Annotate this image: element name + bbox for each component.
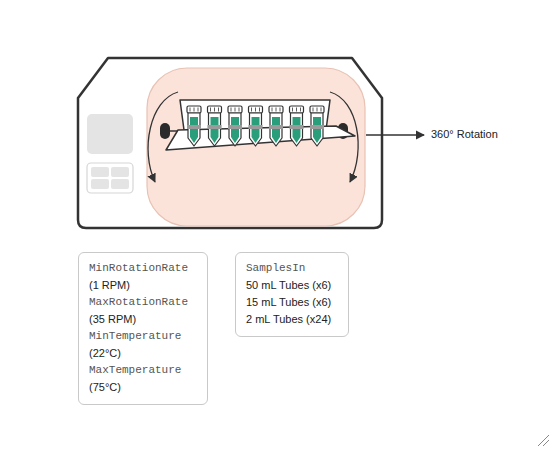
spec-value: (35 RPM) — [89, 311, 197, 328]
tube — [228, 106, 242, 146]
spec-box: MinRotationRate(1 RPM)MaxRotationRate(35… — [78, 252, 208, 405]
spec-value: 15 mL Tubes (x6) — [246, 294, 338, 311]
button-panel — [87, 163, 133, 193]
spec-value: (75°C) — [89, 379, 197, 396]
tube — [208, 106, 222, 146]
tube — [310, 106, 324, 146]
callout-label: 360° Rotation — [431, 128, 498, 140]
leader-arrow — [366, 134, 424, 135]
housing — [78, 58, 382, 228]
spec-name: MaxTemperature — [89, 362, 197, 379]
resize-grip — [543, 440, 549, 446]
spec-box: SamplesIn50 mL Tubes (x6)15 mL Tubes (x6… — [235, 252, 349, 337]
tube — [269, 106, 283, 146]
button — [111, 167, 129, 177]
button — [91, 179, 109, 189]
spec-name: MinRotationRate — [89, 260, 197, 277]
spec-value: (22°C) — [89, 345, 197, 362]
resize-grip — [538, 435, 549, 446]
spec-value: 2 mL Tubes (x24) — [246, 311, 338, 328]
spec-value: (1 RPM) — [89, 277, 197, 294]
chamber — [147, 68, 365, 226]
spec-name: SamplesIn — [246, 260, 338, 277]
tubes — [187, 106, 324, 146]
tube — [290, 106, 304, 146]
tube — [249, 106, 263, 146]
spec-name: MinTemperature — [89, 328, 197, 345]
button — [91, 167, 109, 177]
button — [111, 179, 129, 189]
display-panel — [87, 114, 133, 154]
tube — [187, 106, 201, 146]
axle — [160, 123, 170, 139]
spec-value: 50 mL Tubes (x6) — [246, 277, 338, 294]
spec-name: MaxRotationRate — [89, 294, 197, 311]
